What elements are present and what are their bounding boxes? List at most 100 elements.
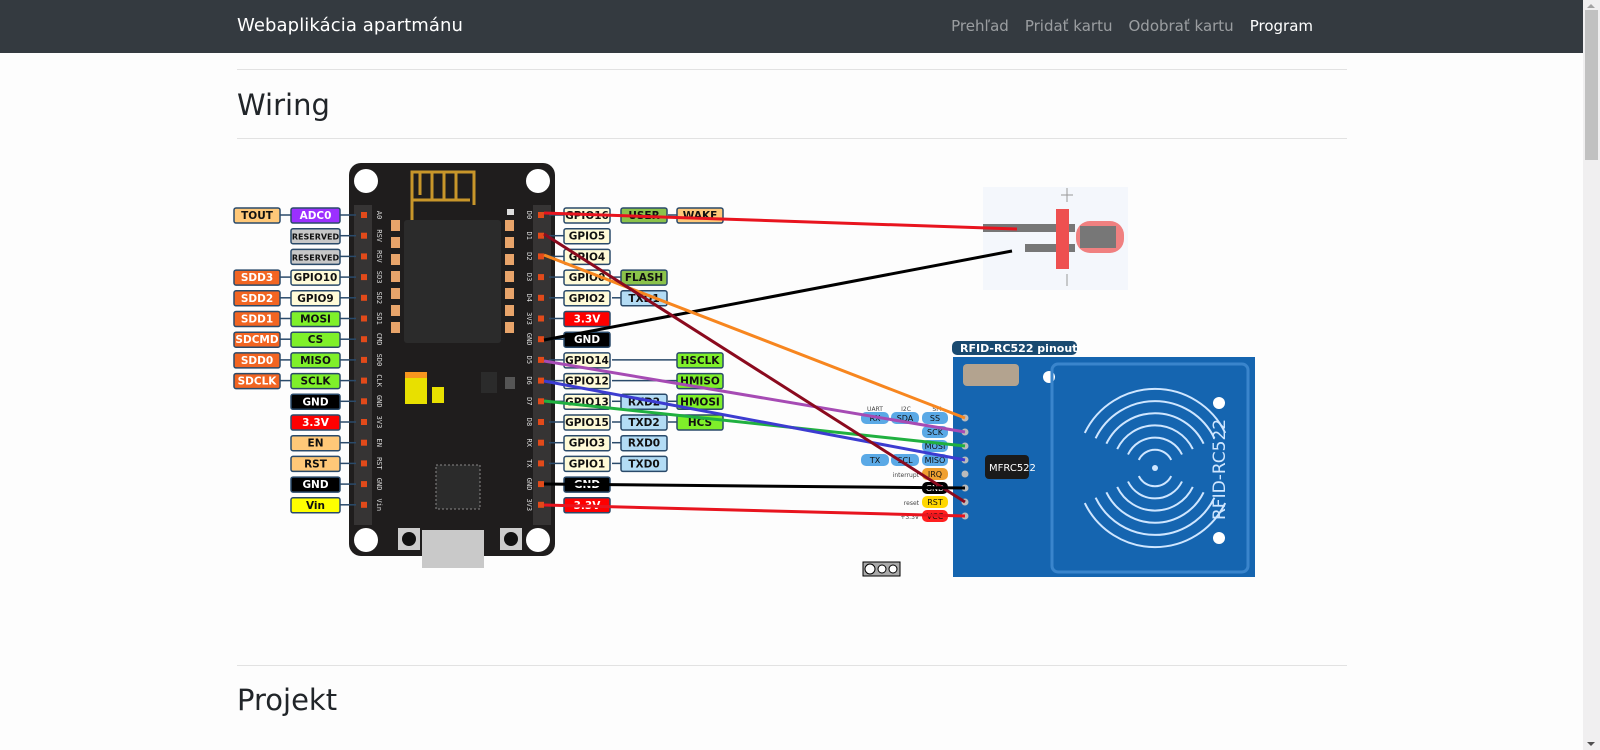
board-pin-label: GND xyxy=(375,478,383,491)
left-pin-label-text: RST xyxy=(304,458,328,470)
left-alt-label: SDD0 xyxy=(233,352,281,369)
left-pin-label-text: MISO xyxy=(300,355,331,367)
right-pin-label-text: TXD0 xyxy=(628,458,659,470)
left-pin-label: GPIO9 xyxy=(290,290,341,307)
board-pin-label: SD1 xyxy=(375,312,383,325)
protocol-header: UART xyxy=(867,406,883,413)
left-pin-label: RST xyxy=(290,455,341,473)
left-alt-label-text: SDD2 xyxy=(241,293,273,305)
rfid-pin-label xyxy=(922,496,948,508)
header-pin xyxy=(361,336,367,343)
board-pin-label: A0 xyxy=(375,211,383,219)
license-badge xyxy=(862,561,901,577)
board-pin-label: GND xyxy=(525,333,533,346)
nav-links: Prehľad Pridať kartu Odobrať kartu Progr… xyxy=(951,17,1313,35)
board-pin-label: SD3 xyxy=(375,271,383,284)
right-pin-label-text: GPIO15 xyxy=(565,417,609,429)
left-pin-label: MOSI xyxy=(290,310,341,328)
wire-d7-to-mosi xyxy=(543,399,966,448)
rfid-title: RFID-RC522 pinout xyxy=(960,342,1077,355)
right-pin-label: GPIO15 xyxy=(563,414,611,431)
header-pin xyxy=(538,377,544,384)
board-pin-label: 3V3 xyxy=(525,312,533,325)
left-alt-label: SDD1 xyxy=(233,310,281,328)
nav-link-odobrat-kartu[interactable]: Odobrať kartu xyxy=(1128,17,1234,35)
left-pin-label-text: Vin xyxy=(306,500,325,512)
nav-link-program[interactable]: Program xyxy=(1249,17,1313,35)
header-pin xyxy=(361,315,367,322)
header-pin xyxy=(361,212,367,218)
right-pin-label-text: GND xyxy=(574,334,600,346)
right-pin-label: GND xyxy=(563,331,611,348)
nodemcu-board xyxy=(349,163,555,568)
board-pin-label: SD0 xyxy=(375,354,383,367)
rfid-pin-text: MISO xyxy=(925,456,946,465)
left-pin-label-text: GND xyxy=(302,479,328,491)
right-pin-label-text: GPIO1 xyxy=(569,458,605,470)
right-pin-label-text: HMOSI xyxy=(680,396,720,408)
navbar: Webaplikácia apartmánu Prehľad Pridať ka… xyxy=(0,0,1583,53)
scrollbar-thumb[interactable] xyxy=(1585,10,1598,160)
right-pin-label: TXD0 xyxy=(620,455,668,473)
protocol-header: I2C xyxy=(901,406,911,413)
board-pin-label: D5 xyxy=(525,356,533,364)
left-pin-label-text: MOSI xyxy=(300,314,331,326)
left-pin-label: ADC0 xyxy=(290,207,341,224)
divider xyxy=(237,665,1347,666)
led-component xyxy=(983,187,1128,290)
rfid-board-label: RFID-RC522 xyxy=(1210,419,1230,520)
left-alt-label: SDD3 xyxy=(233,269,281,286)
nav-link-pridat-kartu[interactable]: Pridať kartu xyxy=(1024,17,1113,35)
header-pin xyxy=(361,356,367,363)
header-pin xyxy=(361,232,367,239)
right-pin-label-text: GPIO12 xyxy=(565,376,609,388)
board-pin-label: D8 xyxy=(525,418,533,426)
rfid-pin-text: SCK xyxy=(927,428,944,437)
scroll-down-arrow-icon[interactable] xyxy=(1587,742,1595,746)
header-pin xyxy=(538,274,544,281)
scroll-up-arrow-icon[interactable] xyxy=(1587,4,1595,8)
left-pin-label: EN xyxy=(290,434,341,452)
rfid-pin-text: SS xyxy=(930,414,940,423)
right-pin-label-text: 3.3V xyxy=(574,314,602,326)
board-pin-label: 3V3 xyxy=(525,498,533,511)
right-pin-label-text: HCS xyxy=(688,417,712,429)
header-pin xyxy=(538,460,544,467)
wire-gnd-to-led- xyxy=(543,249,1013,342)
header-pin xyxy=(538,481,544,488)
header-pin xyxy=(538,398,544,405)
rfid-uart-text: TX xyxy=(869,456,881,465)
wire-gnd-to-gnd xyxy=(543,482,966,490)
rfid-pin-note: +3.3V xyxy=(900,514,920,521)
rfid-i2c-text: SCL xyxy=(897,456,913,465)
header-pin xyxy=(361,501,367,508)
left-alt-label-text: SDCMD xyxy=(235,334,278,346)
board-pin-label: TX xyxy=(525,459,533,468)
wire-d1-to-rst xyxy=(543,232,966,504)
left-alt-label: TOUT xyxy=(233,207,281,224)
left-alt-label: SDCMD xyxy=(233,331,281,348)
right-pin-label-text: FLASH xyxy=(625,272,663,284)
wire-d6-to-miso xyxy=(543,379,966,462)
nav-link-prehlad[interactable]: Prehľad xyxy=(951,17,1009,35)
board-pin-label: RST xyxy=(375,457,383,470)
left-alt-label: SDD2 xyxy=(233,290,281,307)
wire-d0-to-led+ xyxy=(543,211,1018,231)
rfid-header-pin xyxy=(961,470,969,478)
rfid-pin-note: interrupt xyxy=(893,472,920,479)
left-pin-label: GND xyxy=(290,393,341,411)
header-pin xyxy=(538,356,544,363)
navbar-brand[interactable]: Webaplikácia apartmánu xyxy=(237,15,464,36)
header-pin xyxy=(538,212,544,218)
header-pin xyxy=(538,315,544,322)
left-pin-label-text: ADC0 xyxy=(300,210,332,222)
board-pin-label: SD2 xyxy=(375,291,383,304)
right-pin-label: GPIO5 xyxy=(563,227,611,245)
vertical-scrollbar[interactable] xyxy=(1583,0,1600,750)
rfid-rc522-board: RFID-RC522 pinout MFRC522 RFID-RC522 UAR… xyxy=(861,341,1255,577)
board-pin-label: CLK xyxy=(375,374,383,387)
header-pin xyxy=(361,460,367,467)
board-pin-label: GND xyxy=(525,478,533,491)
header-pin xyxy=(538,253,544,260)
left-pin-label-text: 3.3V xyxy=(302,417,330,429)
